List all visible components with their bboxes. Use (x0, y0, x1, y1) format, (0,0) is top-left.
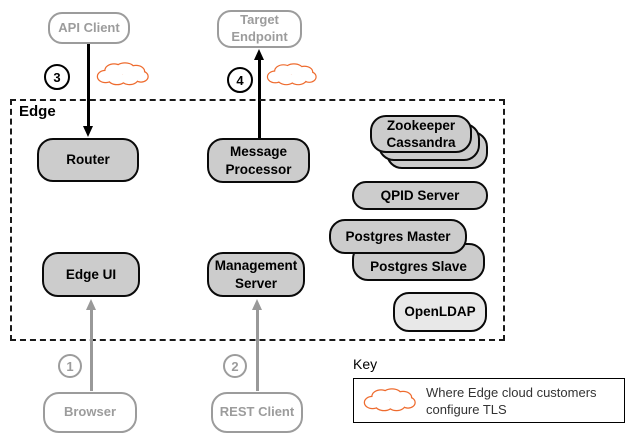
management-server-node: Management Server (207, 252, 305, 297)
tls-cloud-icon (96, 62, 149, 86)
arrow-3-head (82, 126, 93, 137)
step-4-badge: 4 (227, 67, 253, 93)
step-1-badge: 1 (58, 354, 82, 378)
arrow-1-line (89, 308, 93, 391)
arrow-2-head (251, 299, 262, 310)
key-legend-box: Where Edge cloud customers configure TLS (353, 378, 625, 423)
arrow-2-line (255, 308, 259, 391)
key-title: Key (353, 356, 378, 372)
zookeeper-cassandra-node: Zookeeper Cassandra (370, 115, 472, 153)
postgres-master-node: Postgres Master (329, 219, 467, 254)
qpid-server-node: QPID Server (352, 181, 488, 210)
tls-cloud-icon (363, 388, 416, 412)
arrow-1-head (85, 299, 96, 310)
edge-group-label: Edge (19, 103, 56, 120)
arrow-4-head (253, 49, 264, 60)
browser-node: Browser (43, 392, 137, 433)
arrow-3-line (86, 44, 90, 128)
openldap-node: OpenLDAP (393, 292, 487, 332)
cassandra-label: Cassandra (386, 135, 456, 150)
step-3-badge: 3 (44, 64, 70, 90)
step-2-badge: 2 (223, 354, 247, 378)
rest-client-node: REST Client (211, 392, 303, 433)
arrow-4-line (257, 58, 261, 138)
tls-cloud-icon (266, 63, 317, 86)
zookeeper-label: Zookeeper (386, 118, 456, 133)
api-client-node: API Client (48, 12, 130, 44)
target-endpoint-node: Target Endpoint (217, 10, 302, 48)
edge-ui-node: Edge UI (42, 252, 140, 297)
key-description: Where Edge cloud customers configure TLS (426, 385, 597, 417)
message-processor-node: Message Processor (207, 138, 310, 183)
router-node: Router (37, 138, 139, 182)
